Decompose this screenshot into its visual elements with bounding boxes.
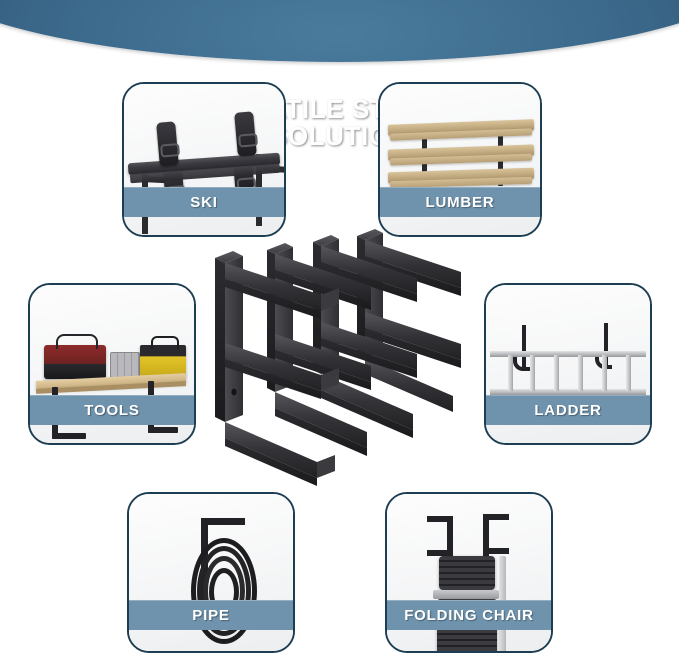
ladder-rung-5 [602,355,607,391]
card-label-pipe: PIPE [129,600,293,630]
card-label-ladder: LADDER [486,395,650,425]
chair-hook-left [447,516,453,568]
card-label-ski: SKI [124,187,284,217]
chair-hook-right [483,514,489,566]
chair-backrest [439,556,495,590]
yellow-toolbox [140,336,186,376]
page-title: VERSATILE STORAGE SOLUTION [0,96,679,149]
ladder-rung-4 [578,355,583,391]
chair-hook-left-arm [427,516,453,522]
chair-seat [433,590,499,599]
feature-card-folding-chair: FOLDING CHAIR [385,492,553,653]
bracket-1 [215,251,339,486]
ladder-rung-2 [530,355,535,391]
ladder-hook-left [513,325,530,371]
card-label-lumber: LUMBER [380,187,540,217]
header-banner [0,0,679,62]
title-line-2: SOLUTION [269,121,410,151]
snowboard-binding-1 [156,121,179,167]
ladder-rail-bottom [490,389,646,395]
hardware-bins [110,352,140,378]
bracket-4 [357,229,461,412]
chair-hook-right-arm2 [483,548,509,554]
snowboard-binding-2 [234,111,257,157]
pipe-coil-outer [191,538,257,644]
pipe-coil-2 [197,546,251,636]
feature-card-ski: SKI [122,82,286,237]
storage-rack-illustration [215,229,461,486]
card-label-folding-chair: FOLDING CHAIR [387,600,551,630]
shelf-foot-left [52,433,86,439]
pipe-bracket-arm-top [201,518,245,525]
tool-bag [44,334,106,379]
shelf-foot-right [148,427,178,433]
ladder-rung-1 [508,355,513,391]
chair-hook-left-arm2 [427,550,453,556]
feature-card-pipe: PIPE [127,492,295,653]
bracket-2 [267,243,371,456]
chair-hook-right-arm [483,514,509,520]
ladder-rung-6 [626,355,631,391]
ladder-rung-3 [554,355,559,391]
ladder-rail-top [490,351,646,357]
feature-card-ladder: LADDER [484,283,652,445]
card-label-tools: TOOLS [30,395,194,425]
title-line-1: VERSATILE STORAGE [194,94,485,124]
feature-card-tools: TOOLS [28,283,196,445]
feature-card-lumber: LUMBER [378,82,542,237]
product-storage-rack [203,226,483,498]
